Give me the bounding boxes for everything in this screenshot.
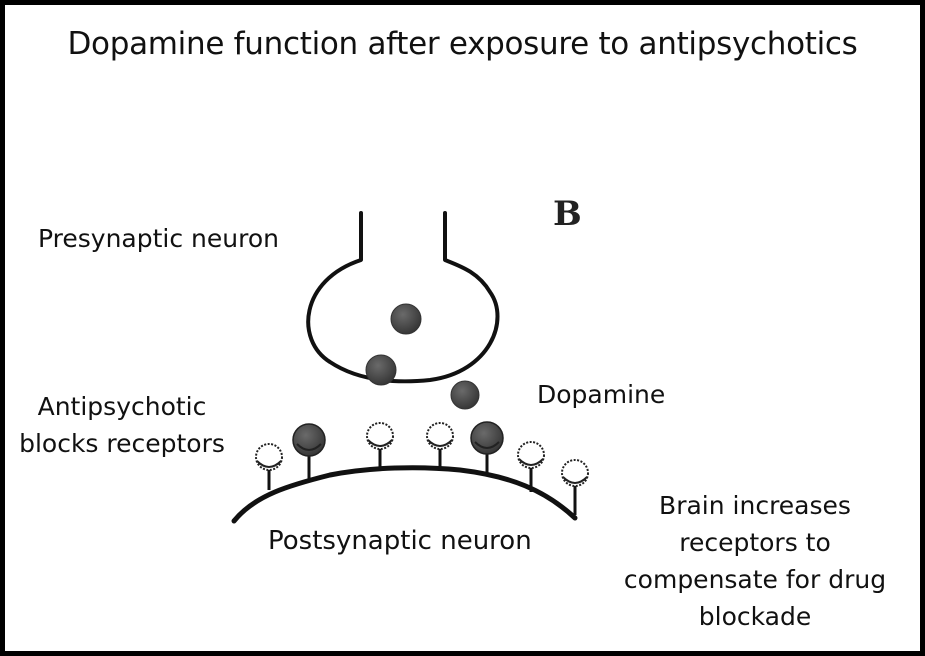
receptor-head (561, 459, 589, 487)
dopamine-label: Dopamine (537, 380, 666, 409)
presynaptic-neuron (306, 211, 500, 384)
empty-receptor (366, 422, 394, 470)
empty-receptor (426, 422, 454, 469)
compensation-label-line1: Brain increases (659, 491, 851, 520)
receptor-cup (474, 441, 500, 449)
empty-receptor (255, 443, 283, 490)
antipsychotic-molecule (292, 423, 326, 457)
antipsychotic-molecule (470, 421, 504, 455)
receptor-head (255, 443, 283, 471)
receptor-cup (427, 439, 453, 447)
compensation-label-line3: compensate for drug (623, 565, 887, 594)
antipsychotic-label: Antipsychotic blocks receptors (8, 388, 236, 462)
receptor-group (255, 421, 589, 515)
receptor-head (426, 422, 454, 450)
blocked-receptor (292, 423, 326, 479)
presynaptic-neuron-label: Presynaptic neuron (38, 224, 279, 253)
empty-receptor (561, 459, 589, 515)
receptor-cup (518, 458, 544, 466)
panel-letter: B (553, 194, 582, 234)
postsynaptic-membrane (231, 465, 578, 524)
receptor-head (366, 422, 394, 450)
figure-title: Dopamine function after exposure to anti… (67, 26, 858, 62)
dopamine-vesicle (365, 354, 397, 386)
free-dopamine-molecule (450, 380, 480, 410)
receptor-cup (296, 443, 322, 451)
compensation-label-line2: receptors to (679, 528, 831, 557)
receptor-cup (562, 476, 588, 484)
compensation-label: Brain increases receptors to compensate … (610, 487, 900, 635)
postsynaptic-neuron (231, 465, 578, 524)
receptor-cup (256, 460, 282, 468)
compensation-label-line4: blockade (698, 602, 812, 631)
antipsychotic-label-line1: Antipsychotic (37, 392, 207, 421)
blocked-receptor (470, 421, 504, 475)
dopamine-vesicle (390, 303, 422, 335)
postsynaptic-neuron-label: Postsynaptic neuron (268, 526, 532, 556)
empty-receptor (517, 441, 545, 492)
presynaptic-membrane (306, 211, 500, 384)
receptor-cup (367, 439, 393, 447)
receptor-head (517, 441, 545, 469)
antipsychotic-label-line2: blocks receptors (19, 429, 225, 458)
